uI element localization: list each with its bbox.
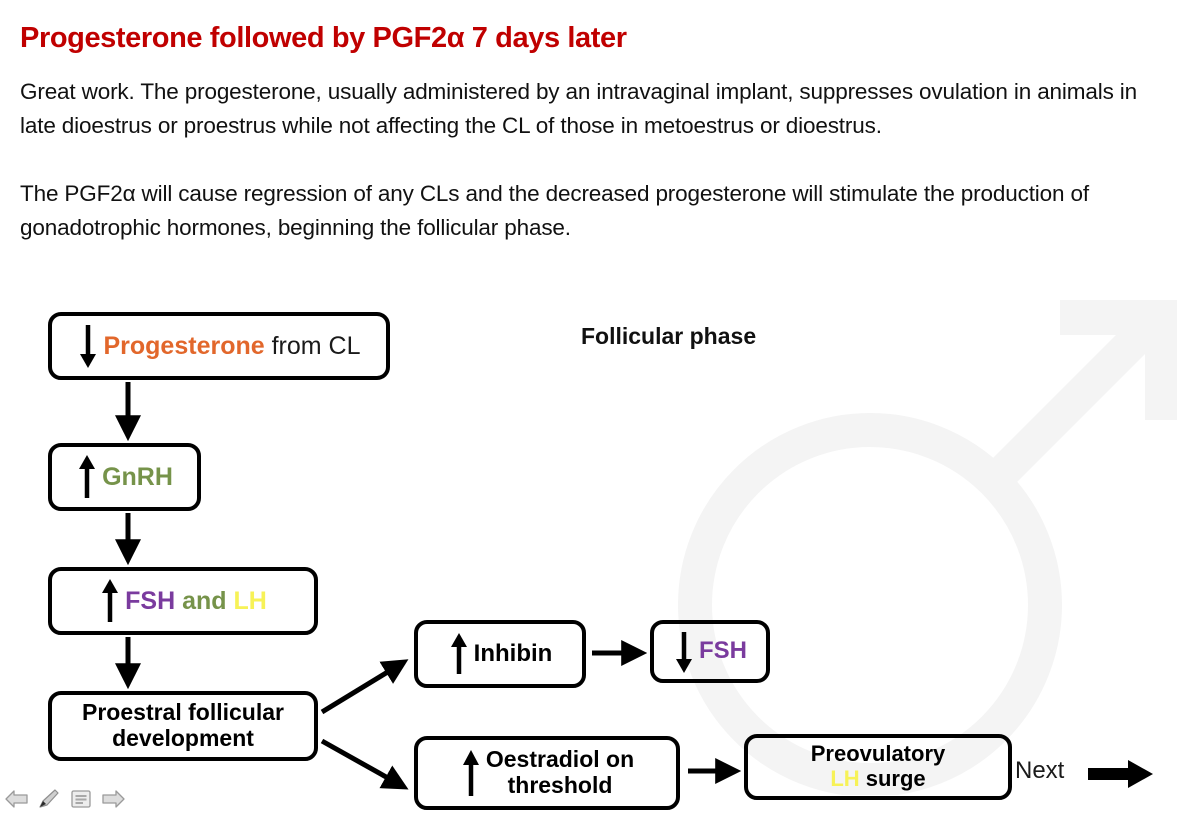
node-oestradiol-line2: threshold [507,772,613,798]
arrow-up-icon [76,454,98,500]
node-oestradiol-line1: Oestradiol on [485,746,635,773]
slide-toolbar [4,786,126,812]
node-lh-surge-line1: Preovulatory [810,741,946,767]
node-and-label: and [175,587,234,615]
node-fsh-decrease: FSH [650,620,770,683]
next-arrow-icon[interactable] [1088,759,1154,789]
pen-icon[interactable] [36,786,62,812]
arrow-up-icon [99,578,121,624]
connector-proestral-to-inhibin [320,659,409,715]
node-proestral-line1: Proestral follicular [82,699,284,726]
node-gnrh-label: GnRH [102,463,173,491]
node-progesterone-from-cl: Progesterone from CL [48,312,390,380]
node-proestral-line2: development [112,725,254,751]
paragraph-1: Great work. The progesterone, usually ad… [20,79,1137,138]
node-progesterone-label: Progesterone [103,332,265,360]
paragraph-2: The PGF2α will cause regression of any C… [20,181,1089,240]
node-preovulatory-lh-surge: Preovulatory LH surge [744,734,1012,800]
arrow-left-icon[interactable] [4,786,30,812]
arrow-down-icon [77,323,99,369]
body-copy: Great work. The progesterone, usually ad… [20,75,1170,245]
node-lh-label: LH [233,587,267,615]
node-fsh-down-label: FSH [699,637,747,665]
follicular-phase-heading: Follicular phase [581,323,757,349]
menu-icon[interactable] [68,786,94,812]
next-label[interactable]: Next [1015,757,1065,784]
node-progesterone-suffix: from CL [264,332,361,360]
node-fsh-and-lh: FSH and LH [48,567,318,635]
page-title: Progesterone followed by PGF2α 7 days la… [20,22,627,54]
connector-proestral-to-oestradiol [320,738,409,790]
node-oestradiol-on-threshold: Oestradiol on threshold [414,736,680,810]
arrow-up-icon [448,632,470,676]
node-lh-surge-lh: LH [830,766,860,791]
node-fsh-label: FSH [125,587,176,615]
node-inhibin: Inhibin [414,620,586,688]
node-gnrh: GnRH [48,443,201,511]
node-inhibin-label: Inhibin [473,639,553,667]
arrow-up-icon [460,748,482,798]
node-proestral-follicular-development: Proestral follicular development [48,691,318,761]
node-lh-surge-suffix: surge [859,766,926,791]
arrow-right-icon[interactable] [100,786,126,812]
arrow-down-icon [673,630,695,674]
